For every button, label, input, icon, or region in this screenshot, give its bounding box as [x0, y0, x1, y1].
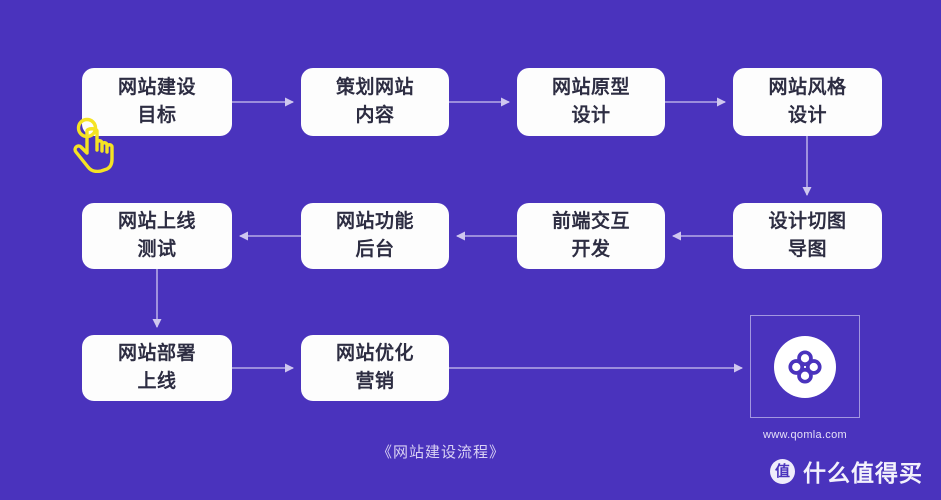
node-deploy-online[interactable]: 网站部署 上线 [82, 335, 232, 401]
node-label: 网站建设 目标 [117, 77, 196, 126]
node-frontend-dev[interactable]: 前端交互 开发 [517, 203, 665, 269]
logo-panel[interactable] [750, 315, 860, 418]
node-optimize-marketing[interactable]: 网站优化 营销 [301, 335, 449, 401]
clover-knot-logo-icon [788, 349, 822, 384]
node-label: 策划网站 内容 [335, 77, 414, 126]
node-website-goal[interactable]: 网站建设 目标 [82, 68, 232, 136]
node-label: 网站风格 设计 [768, 77, 847, 126]
node-label: 前端交互 开发 [551, 211, 630, 260]
node-label: 网站原型 设计 [551, 77, 630, 126]
node-launch-test[interactable]: 网站上线 测试 [82, 203, 232, 269]
watermark: 值 什么值得买 [770, 454, 923, 488]
node-prototype-design[interactable]: 网站原型 设计 [517, 68, 665, 136]
node-label: 网站上线 测试 [117, 211, 196, 260]
diagram-caption: 《网站建设流程》 [376, 444, 505, 461]
node-slicing-guide[interactable]: 设计切图 导图 [733, 203, 882, 269]
node-label: 网站优化 营销 [335, 343, 414, 392]
logo-disc [774, 335, 836, 398]
watermark-text: 什么值得买 [803, 460, 923, 486]
logo-url: www.qomla.com [763, 429, 847, 441]
node-plan-content[interactable]: 策划网站 内容 [301, 68, 449, 136]
node-label: 网站部署 上线 [117, 343, 196, 392]
node-backend-features[interactable]: 网站功能 后台 [301, 203, 449, 269]
tap-hand-cursor-icon [73, 117, 114, 173]
node-label: 网站功能 后台 [335, 211, 414, 260]
node-style-design[interactable]: 网站风格 设计 [733, 68, 882, 136]
watermark-badge: 值 [770, 458, 795, 484]
node-label: 设计切图 导图 [768, 211, 847, 260]
